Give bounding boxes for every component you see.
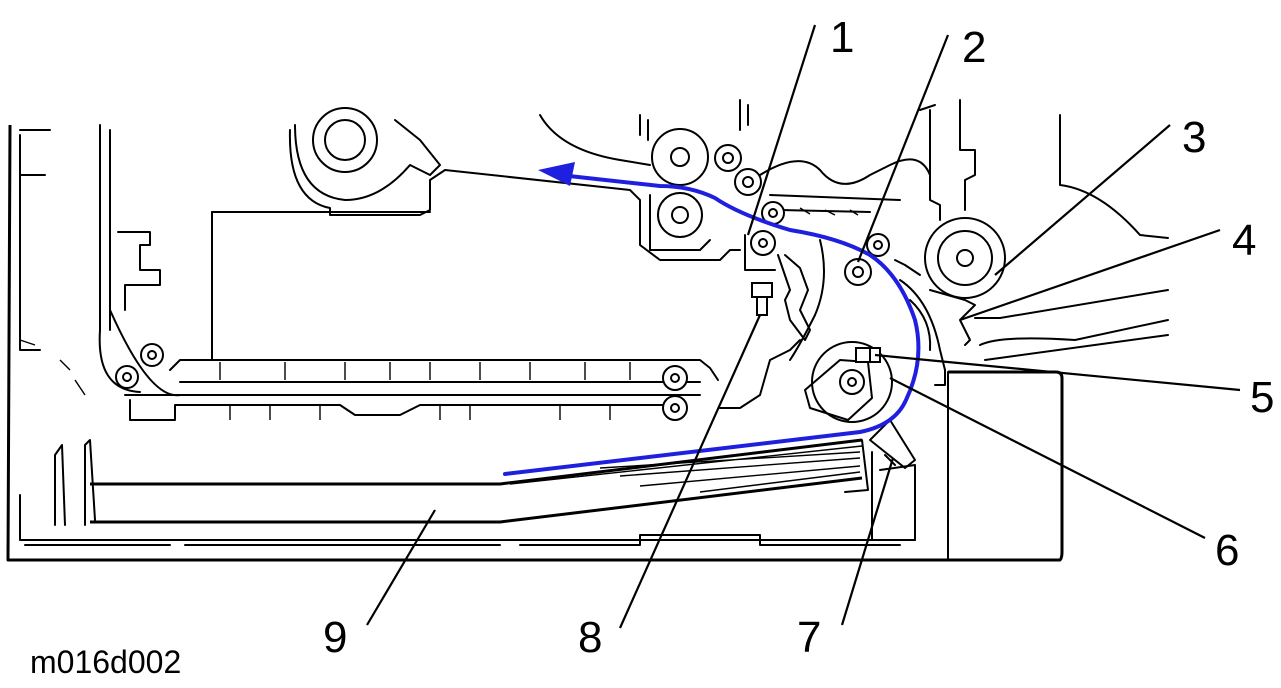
leader-8 bbox=[618, 314, 762, 629]
leader-2 bbox=[856, 34, 950, 263]
callout-6: 6 bbox=[1215, 526, 1239, 575]
callout-labels: 1 2 3 4 5 6 7 8 9 bbox=[323, 13, 1274, 662]
machine-frame bbox=[6, 124, 1064, 562]
feed-assembly bbox=[844, 114, 1169, 559]
callout-7: 7 bbox=[797, 613, 821, 662]
callout-4: 4 bbox=[1232, 216, 1256, 265]
callout-8: 8 bbox=[578, 613, 602, 662]
callout-1: 1 bbox=[830, 13, 854, 62]
transport-guide bbox=[115, 339, 801, 421]
sensor-8-body bbox=[751, 282, 773, 298]
sensor-8-stem bbox=[756, 296, 768, 316]
leader-9 bbox=[366, 509, 436, 626]
leader-4 bbox=[959, 228, 1221, 322]
paper-path-line bbox=[503, 173, 921, 476]
figure-id: m016d002 bbox=[30, 644, 182, 680]
callout-5: 5 bbox=[1250, 373, 1274, 422]
leader-7 bbox=[840, 457, 895, 626]
paper-tray bbox=[19, 438, 916, 546]
paper-path bbox=[503, 162, 921, 476]
upper-assembly bbox=[211, 99, 976, 361]
leader-3 bbox=[994, 124, 1171, 276]
sensor-5-body bbox=[855, 347, 871, 363]
callout-3: 3 bbox=[1182, 113, 1206, 162]
leader-6 bbox=[889, 377, 1206, 539]
leader-1 bbox=[746, 24, 817, 236]
callout-9: 9 bbox=[323, 613, 347, 662]
callout-2: 2 bbox=[962, 23, 986, 72]
tray-feed-roller bbox=[804, 341, 916, 469]
registration-area bbox=[744, 234, 825, 361]
leader-lines bbox=[366, 24, 1241, 629]
leader-5 bbox=[874, 353, 1241, 392]
paper-path-arrowhead bbox=[538, 162, 575, 186]
